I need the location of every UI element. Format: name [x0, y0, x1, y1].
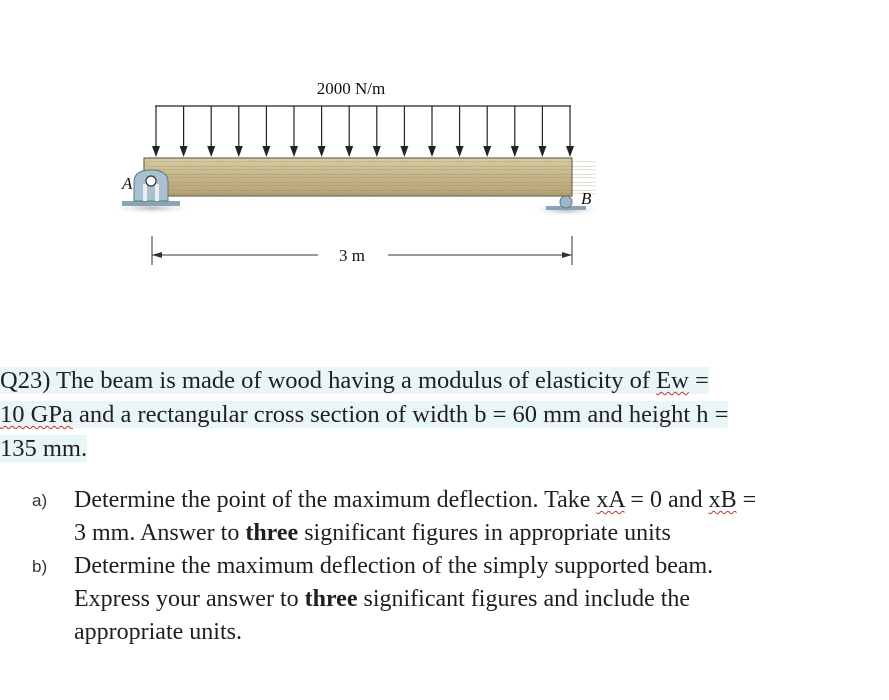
wood-grain [145, 160, 597, 195]
part-a: a) Determine the point of the maximum de… [32, 484, 852, 550]
load-arrow-head [566, 146, 574, 157]
sub-questions: a) Determine the point of the maximum de… [32, 484, 852, 649]
part-b-bold: three [304, 586, 358, 612]
roller-support-b [528, 195, 604, 217]
part-a-text-3: = [736, 487, 757, 513]
load-arrow-head [290, 146, 298, 157]
load-arrow-head [455, 146, 464, 157]
span-dimension [151, 236, 573, 265]
load-label: 2000 N/m [317, 79, 385, 98]
load-arrow-head [317, 146, 326, 157]
part-a-text-5: significant figures in appropriate units [298, 520, 671, 546]
question-line-1-suffix: = [688, 367, 709, 394]
part-a-marker: a) [32, 491, 48, 510]
symbol-ew: Ew [656, 367, 689, 394]
load-arrow-head [234, 146, 243, 157]
part-a-text-2: = 0 and [624, 487, 709, 513]
support-b-label: B [581, 189, 592, 208]
wood-grain-line [145, 165, 597, 168]
load-arrow-head [428, 146, 436, 157]
part-b-marker: b) [32, 557, 48, 576]
pin-support-a [110, 169, 194, 215]
load-arrow-head [483, 146, 492, 157]
part-b-text-3: significant figures and include the [357, 586, 691, 612]
load-arrow-head [179, 146, 188, 157]
part-a-text-4: 3 mm. Answer to [74, 520, 246, 546]
load-arrow-head [207, 146, 216, 157]
wood-grain-line [145, 189, 597, 192]
wood-grain-line [145, 176, 597, 179]
question-line-3: 135 mm. [0, 435, 88, 462]
question-line-1: Q23) The beam is made of wood having a m… [0, 367, 709, 394]
load-arrow-head [510, 146, 519, 157]
wood-grain-line [145, 168, 597, 171]
load-arrow-head [400, 146, 409, 157]
part-a-text-1: Determine the point of the maximum defle… [74, 487, 597, 513]
question-text: Q23) The beam is made of wood having a m… [0, 364, 845, 466]
symbol-xb: xB [708, 487, 737, 513]
symbol-10gpa: 10 GPa [0, 401, 73, 428]
part-b-text-1: Determine the maximum deflection of the … [74, 553, 714, 579]
load-arrow-head [345, 146, 354, 157]
load-arrow-head [262, 146, 271, 157]
question-line-2: 10 GPa and a rectangular cross section o… [0, 401, 729, 428]
wood-grain-line [145, 184, 597, 187]
part-b: b) Determine the maximum deflection of t… [32, 550, 852, 649]
part-a-bold: three [245, 520, 299, 546]
wood-grain-line [145, 192, 597, 195]
wood-grain-line [145, 173, 597, 176]
part-b-text-4: appropriate units. [74, 619, 242, 645]
support-a-label: A [121, 174, 133, 193]
load-arrow-head [372, 146, 381, 157]
load-arrow-head [538, 146, 547, 157]
wood-grain-line [145, 160, 597, 163]
wood-grain-line [145, 181, 597, 184]
symbol-xa: xA [596, 487, 625, 513]
load-arrow-head [152, 146, 160, 157]
question-line-2-text: and a rectangular cross section of width… [72, 401, 729, 428]
distributed-load-arrows [152, 106, 574, 157]
part-b-text-2: Express your answer to [74, 586, 305, 612]
beam-figure: 2000 N/m A B 3 m [110, 79, 604, 265]
span-label: 3 m [339, 246, 365, 265]
question-line-1-text: Q23) The beam is made of wood having a m… [0, 367, 657, 394]
